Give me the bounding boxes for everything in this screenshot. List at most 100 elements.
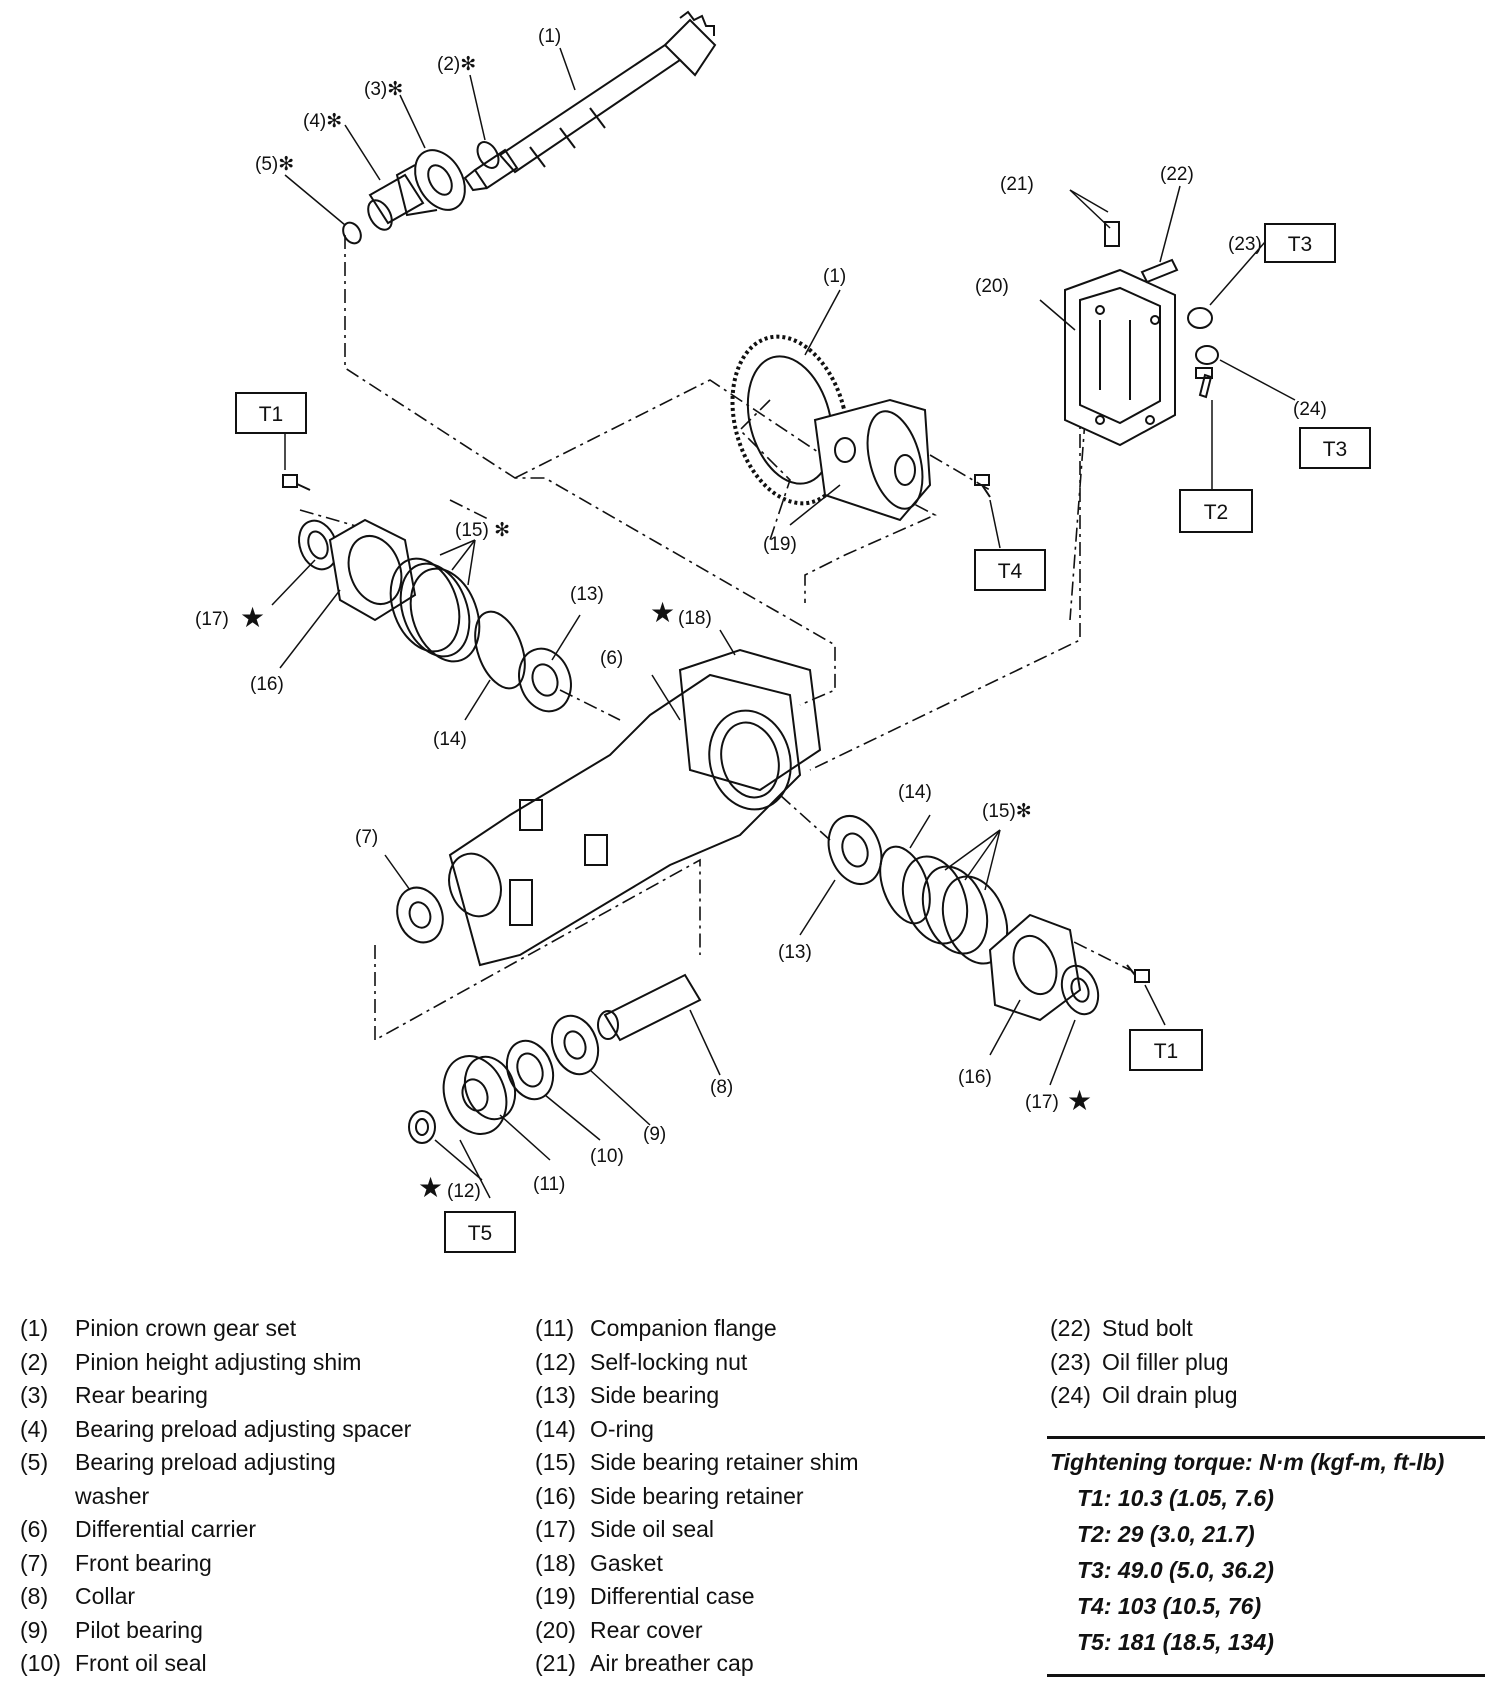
callout-12: (12) bbox=[447, 1181, 481, 1202]
legend-item: (18)Gasket bbox=[535, 1549, 663, 1576]
rear-cover bbox=[1064, 268, 1176, 447]
torque-title: Tightening torque: N·m (kgf-m, ft-lb) bbox=[1050, 1449, 1445, 1475]
pinion-shim bbox=[476, 141, 500, 169]
callout-1-crown: (1) bbox=[823, 266, 846, 287]
legend-item-continuation: washer bbox=[75, 1482, 150, 1509]
legend-item: (17)Side oil seal bbox=[535, 1516, 715, 1542]
callout-14-left: (14) bbox=[433, 729, 467, 750]
callout-15-left: (15) ✻ bbox=[455, 520, 510, 541]
svg-text:T5: T5 bbox=[468, 1222, 493, 1245]
svg-text:T1: T1 bbox=[1154, 1040, 1179, 1063]
retainer-bolt-right bbox=[1126, 964, 1150, 983]
bottom-rule bbox=[1047, 1674, 1485, 1677]
legend-item: (15)Side bearing retainer shim bbox=[535, 1449, 859, 1475]
legend-item: (6)Differential carrier bbox=[20, 1516, 257, 1542]
callout-10: (10) bbox=[590, 1146, 624, 1167]
callout-11: (11) bbox=[533, 1174, 565, 1195]
o-ring-left bbox=[474, 610, 526, 690]
torque-tag-t1-top: T1 bbox=[235, 392, 307, 434]
legend-item: (4)Bearing preload adjusting spacer bbox=[20, 1415, 412, 1442]
callout-9: (9) bbox=[643, 1124, 666, 1145]
legend-item: (7)Front bearing bbox=[20, 1549, 212, 1576]
legend-item: (23)Oil filler plug bbox=[1050, 1348, 1229, 1375]
front-bearing bbox=[396, 886, 444, 944]
callout-18: (18) bbox=[678, 608, 712, 629]
cover-bolt bbox=[1195, 367, 1213, 399]
side-bearing-retainer-left bbox=[328, 518, 417, 622]
legend-item: (22)Stud bolt bbox=[1050, 1315, 1193, 1341]
callout-24: (24) bbox=[1293, 399, 1327, 420]
callout-8: (8) bbox=[710, 1077, 733, 1098]
legend-item: (12)Self-locking nut bbox=[535, 1348, 748, 1375]
side-oil-seal-right bbox=[1060, 964, 1100, 1016]
callout-21: (21) bbox=[1000, 174, 1034, 195]
legend-item: (10)Front oil seal bbox=[20, 1650, 207, 1676]
legend-item: (1)Pinion crown gear set bbox=[20, 1315, 297, 1341]
preload-washer bbox=[342, 221, 362, 245]
callout-15-right: (15)✻ bbox=[982, 801, 1032, 822]
star-icon: ★ bbox=[650, 596, 675, 629]
callout-2: (2)✻ bbox=[437, 54, 476, 75]
callout-17-left: (17) bbox=[195, 609, 229, 630]
torque-tag-t4: T4 bbox=[974, 549, 1046, 591]
svg-text:T3: T3 bbox=[1323, 438, 1348, 461]
legend-column-1: (1)Pinion crown gear set (2)Pinion heigh… bbox=[20, 1312, 411, 1681]
torque-row: T2: 29 (3.0, 21.7) bbox=[1077, 1521, 1255, 1547]
callout-5: (5)✻ bbox=[255, 154, 294, 175]
legend-item: (20)Rear cover bbox=[535, 1616, 703, 1643]
o-ring-right bbox=[879, 845, 931, 925]
side-bearing-left bbox=[518, 647, 572, 713]
legend-item: (19)Differential case bbox=[535, 1583, 755, 1609]
oil-filler-plug bbox=[1187, 307, 1213, 329]
torque-tag-t3-lower: T3 bbox=[1299, 427, 1371, 469]
torque-row: T1: 10.3 (1.05, 7.6) bbox=[1077, 1485, 1274, 1511]
callout-16-left: (16) bbox=[250, 674, 284, 695]
rear-bearing bbox=[395, 149, 466, 217]
callout-4: (4)✻ bbox=[303, 111, 342, 132]
legend-item: (24)Oil drain plug bbox=[1050, 1382, 1238, 1408]
companion-flange bbox=[442, 1055, 517, 1135]
top-rule bbox=[1047, 1436, 1485, 1439]
star-icon: ★ bbox=[240, 601, 265, 634]
callout-13-right: (13) bbox=[778, 942, 812, 963]
torque-tag-t1-bottom: T1 bbox=[1129, 1029, 1203, 1071]
legend-item: (13)Side bearing bbox=[535, 1382, 720, 1408]
torque-tag-t5: T5 bbox=[444, 1211, 516, 1253]
side-bearing-right bbox=[827, 815, 883, 885]
legend-item: (5)Bearing preload adjusting bbox=[20, 1449, 336, 1475]
callout-3: (3)✻ bbox=[364, 79, 403, 100]
legend-item: (8)Collar bbox=[20, 1583, 136, 1609]
collar bbox=[597, 973, 702, 1042]
retainer-shim-left bbox=[389, 557, 481, 663]
front-oil-seal bbox=[505, 1039, 555, 1101]
pinion-gear-shaft bbox=[463, 10, 717, 192]
crown-bolt bbox=[974, 474, 991, 498]
torque-tags: T1 T3 T3 T2 T4 T1 T5 bbox=[235, 223, 1371, 1253]
legend-item: (11)Companion flange bbox=[535, 1315, 777, 1341]
air-breather-cap bbox=[1104, 221, 1120, 247]
callout-7: (7) bbox=[355, 827, 378, 848]
star-icon: ★ bbox=[1067, 1084, 1092, 1117]
star-markers: ★ ★ ★ ★ bbox=[240, 596, 1092, 1204]
svg-text:T1: T1 bbox=[259, 403, 284, 426]
legend-item: (14)O-ring bbox=[535, 1415, 654, 1442]
leader-lines bbox=[271, 47, 1296, 1199]
callout-6: (6) bbox=[600, 648, 623, 669]
preload-spacer bbox=[367, 173, 425, 231]
gasket bbox=[678, 648, 822, 792]
svg-text:T4: T4 bbox=[998, 560, 1023, 583]
torque-tag-t3-upper: T3 bbox=[1264, 223, 1336, 263]
differential-carrier bbox=[448, 673, 802, 967]
callout-16-right: (16) bbox=[958, 1067, 992, 1088]
legend-item: (16)Side bearing retainer bbox=[535, 1482, 804, 1509]
callout-labels: (1) (2)✻ (3)✻ (4)✻ (5)✻ (21) (22) (23) (… bbox=[195, 26, 1327, 1202]
retainer-bolt-left bbox=[282, 474, 311, 491]
legend-column-3: (22)Stud bolt (23)Oil filler plug (24)Oi… bbox=[1050, 1312, 1238, 1413]
differential-case bbox=[813, 398, 932, 522]
legend-item: (9)Pilot bearing bbox=[20, 1616, 203, 1643]
callout-13-left: (13) bbox=[570, 584, 604, 605]
torque-row: T4: 103 (10.5, 76) bbox=[1077, 1593, 1262, 1619]
crown-gear bbox=[730, 334, 850, 506]
tightening-torque-table: Tightening torque: N·m (kgf-m, ft-lb) T1… bbox=[1047, 1436, 1485, 1677]
oil-drain-plug bbox=[1195, 345, 1219, 365]
